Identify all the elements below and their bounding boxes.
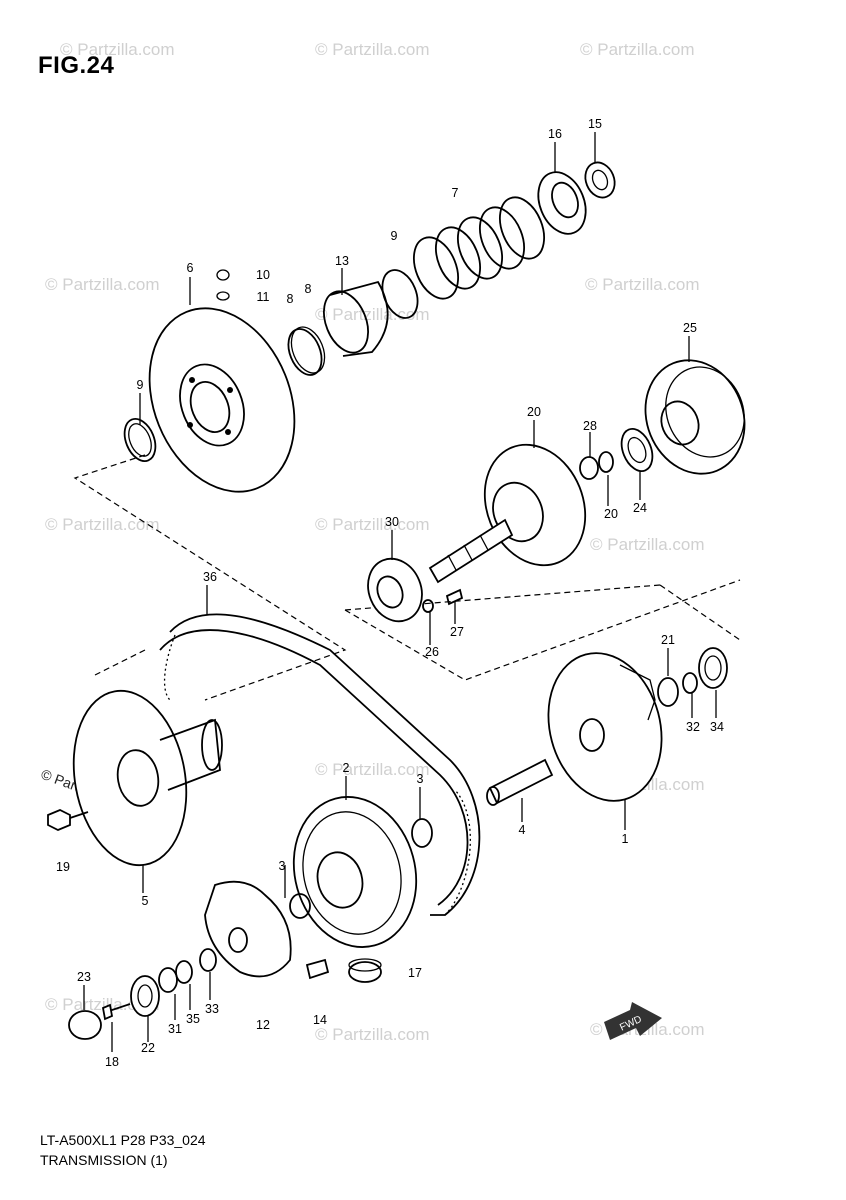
callout-25: 25 (683, 321, 697, 335)
callout-17: 17 (408, 966, 422, 980)
callout-33: 33 (205, 1002, 219, 1016)
callout-3: 3 (279, 859, 286, 873)
part-13-bush (323, 280, 389, 357)
part-22-bearing (130, 975, 160, 1017)
callout-15: 15 (588, 117, 602, 131)
part-9-ring-upper (381, 269, 419, 319)
part-9-ring (123, 418, 157, 462)
callout-26: 26 (425, 645, 439, 659)
watermark-text: © Partzilla.com (315, 40, 430, 59)
callout-6: 6 (187, 261, 194, 275)
part-34-seal (698, 647, 728, 689)
part-28-nut (579, 456, 599, 480)
part-19-bolt (47, 809, 89, 831)
part-7-spring (413, 196, 545, 300)
figure-title: FIG.24 (38, 52, 115, 79)
part-32-washer (682, 672, 698, 694)
part-24-bearing (620, 428, 654, 472)
callout-19: 19 (56, 860, 70, 874)
watermark-text: © Partzilla.com (585, 275, 700, 294)
part-33-washer (199, 948, 217, 972)
part-17-roller (348, 958, 382, 983)
part-27-bolt (445, 588, 464, 606)
callout-numbers: 1 2 3 3 4 5 6 7 8 8 9 9 10 11 12 13 14 1… (56, 117, 724, 1069)
watermark-text: © Partzilla.com (315, 760, 430, 779)
part-6-drive-face (148, 307, 296, 493)
callout-22: 22 (141, 1041, 155, 1055)
callout-11: 11 (257, 290, 270, 304)
watermark-text: © Partzilla.com (315, 305, 430, 324)
watermark-text: © Partzilla.com (60, 40, 175, 59)
part-25-clutch (644, 359, 746, 475)
callout-8: 8 (287, 292, 294, 306)
part-23-cap (68, 1010, 102, 1040)
fwd-arrow-icon: FWD (604, 1002, 662, 1040)
callout-1: 1 (622, 832, 629, 846)
callout-27: 27 (450, 625, 464, 639)
part-2-sheave (292, 796, 418, 948)
part-1-fixed-face (547, 652, 663, 802)
callout-8: 8 (305, 282, 312, 296)
part-31-ring (158, 967, 178, 993)
part-30-bearing (367, 557, 423, 623)
part-5-driven-face (72, 689, 223, 867)
footer-section: TRANSMISSION (1) (40, 1152, 168, 1168)
callout-36: 36 (203, 570, 217, 584)
part-18-bolt (101, 1003, 131, 1021)
watermark-text: © Partzilla.com (45, 515, 160, 534)
callout-35: 35 (186, 1012, 200, 1026)
callout-3: 3 (417, 772, 424, 786)
callout-2: 2 (343, 761, 350, 775)
callout-31: 31 (168, 1022, 182, 1036)
callout-20: 20 (604, 507, 618, 521)
callout-7: 7 (452, 186, 459, 200)
watermark-text: © Partzilla.com (315, 515, 430, 534)
callout-20: 20 (527, 405, 541, 419)
callout-30: 30 (385, 515, 399, 529)
callout-23: 23 (77, 970, 91, 984)
leader-lines (83, 132, 717, 1052)
part-21-collar (657, 677, 679, 707)
footer-code: LT-A500XL1 P28 P33_024 (40, 1132, 206, 1148)
part-14-slide-piece (305, 958, 330, 980)
callout-14: 14 (313, 1013, 327, 1027)
callout-5: 5 (142, 894, 149, 908)
callout-13: 13 (335, 254, 349, 268)
watermark-text: © Partzilla.com (45, 275, 160, 294)
part-4-spacer (486, 758, 554, 806)
callout-32: 32 (686, 720, 700, 734)
callout-24: 24 (633, 501, 647, 515)
callout-9: 9 (137, 378, 144, 392)
callout-4: 4 (519, 823, 526, 837)
callout-21: 21 (661, 633, 675, 647)
callout-34: 34 (710, 720, 724, 734)
part-8-ring (287, 326, 326, 376)
callout-12: 12 (256, 1018, 270, 1032)
callout-10: 10 (256, 268, 270, 282)
part-29-washer (598, 451, 614, 473)
part-3-ring (289, 818, 433, 919)
part-36-v-belt (159, 613, 481, 916)
callout-18: 18 (105, 1055, 119, 1069)
part-12-ramp-plate (204, 880, 292, 978)
part-15-nut (584, 161, 616, 199)
part-20-shaft-housing (428, 443, 587, 584)
callout-16: 16 (548, 127, 562, 141)
part-10-11-small-pieces (216, 269, 230, 301)
watermark-text: © Partzilla.com (590, 535, 705, 554)
watermark-text: © Partzilla.com (580, 40, 695, 59)
part-35-ring (175, 960, 193, 984)
callout-28: 28 (583, 419, 597, 433)
part-16-spring-seat (537, 171, 587, 235)
watermark-text: © Partzilla.com (315, 1025, 430, 1044)
part-26-washer (422, 599, 434, 613)
callout-9: 9 (391, 229, 398, 243)
